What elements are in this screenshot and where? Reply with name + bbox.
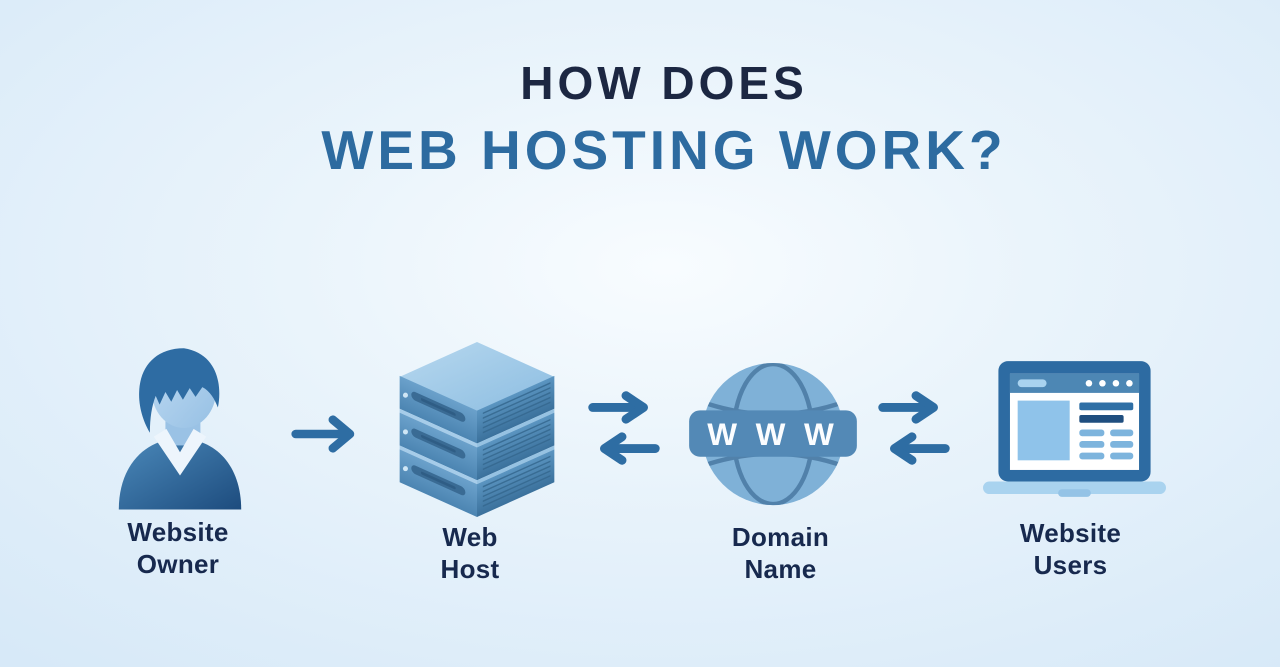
label-line: Website xyxy=(1019,518,1122,548)
label-line: Host xyxy=(440,554,500,584)
label-website-owner: Website Owner xyxy=(88,516,268,580)
label-website-users: Website Users xyxy=(988,517,1153,581)
page-title-line1: HOW DOES xyxy=(520,57,808,109)
label-line: Website xyxy=(127,517,229,547)
webpage-text-rows xyxy=(1079,429,1134,460)
person-collar xyxy=(153,428,207,476)
webpage-text-bar xyxy=(1079,415,1124,423)
laptop-base-notch xyxy=(1058,489,1091,497)
label-line: Users xyxy=(1033,550,1108,580)
browser-pill xyxy=(1017,379,1047,388)
transfer-arrows-icon xyxy=(588,391,660,465)
page-title: HOW DOES WEB HOSTING WORK? xyxy=(0,56,1280,182)
globe-icon: W W W xyxy=(689,362,857,506)
webpage-image-placeholder xyxy=(1017,400,1070,461)
browser-dots xyxy=(1085,379,1133,387)
www-banner xyxy=(689,410,857,457)
label-web-host: Web Host xyxy=(395,521,545,585)
webpage-text-bar xyxy=(1079,402,1134,411)
person-icon xyxy=(118,348,242,510)
label-line: Domain xyxy=(731,522,830,552)
arrow-right-icon xyxy=(291,415,355,453)
server-unit xyxy=(399,408,555,481)
server-icon xyxy=(399,342,555,518)
label-line: Owner xyxy=(136,549,220,579)
transfer-arrows-icon xyxy=(878,391,950,465)
page-title-line2: WEB HOSTING WORK? xyxy=(321,119,1007,181)
www-banner-text: W W W xyxy=(707,416,839,452)
browser-top-bar xyxy=(1009,373,1140,393)
server-unit xyxy=(399,375,555,444)
server-unit xyxy=(399,445,555,518)
label-line: Web xyxy=(442,522,498,552)
label-line: Name xyxy=(744,554,817,584)
laptop-icon xyxy=(983,361,1166,497)
laptop-base xyxy=(983,481,1166,495)
label-domain-name: Domain Name xyxy=(703,521,858,585)
person-hair xyxy=(139,348,220,433)
